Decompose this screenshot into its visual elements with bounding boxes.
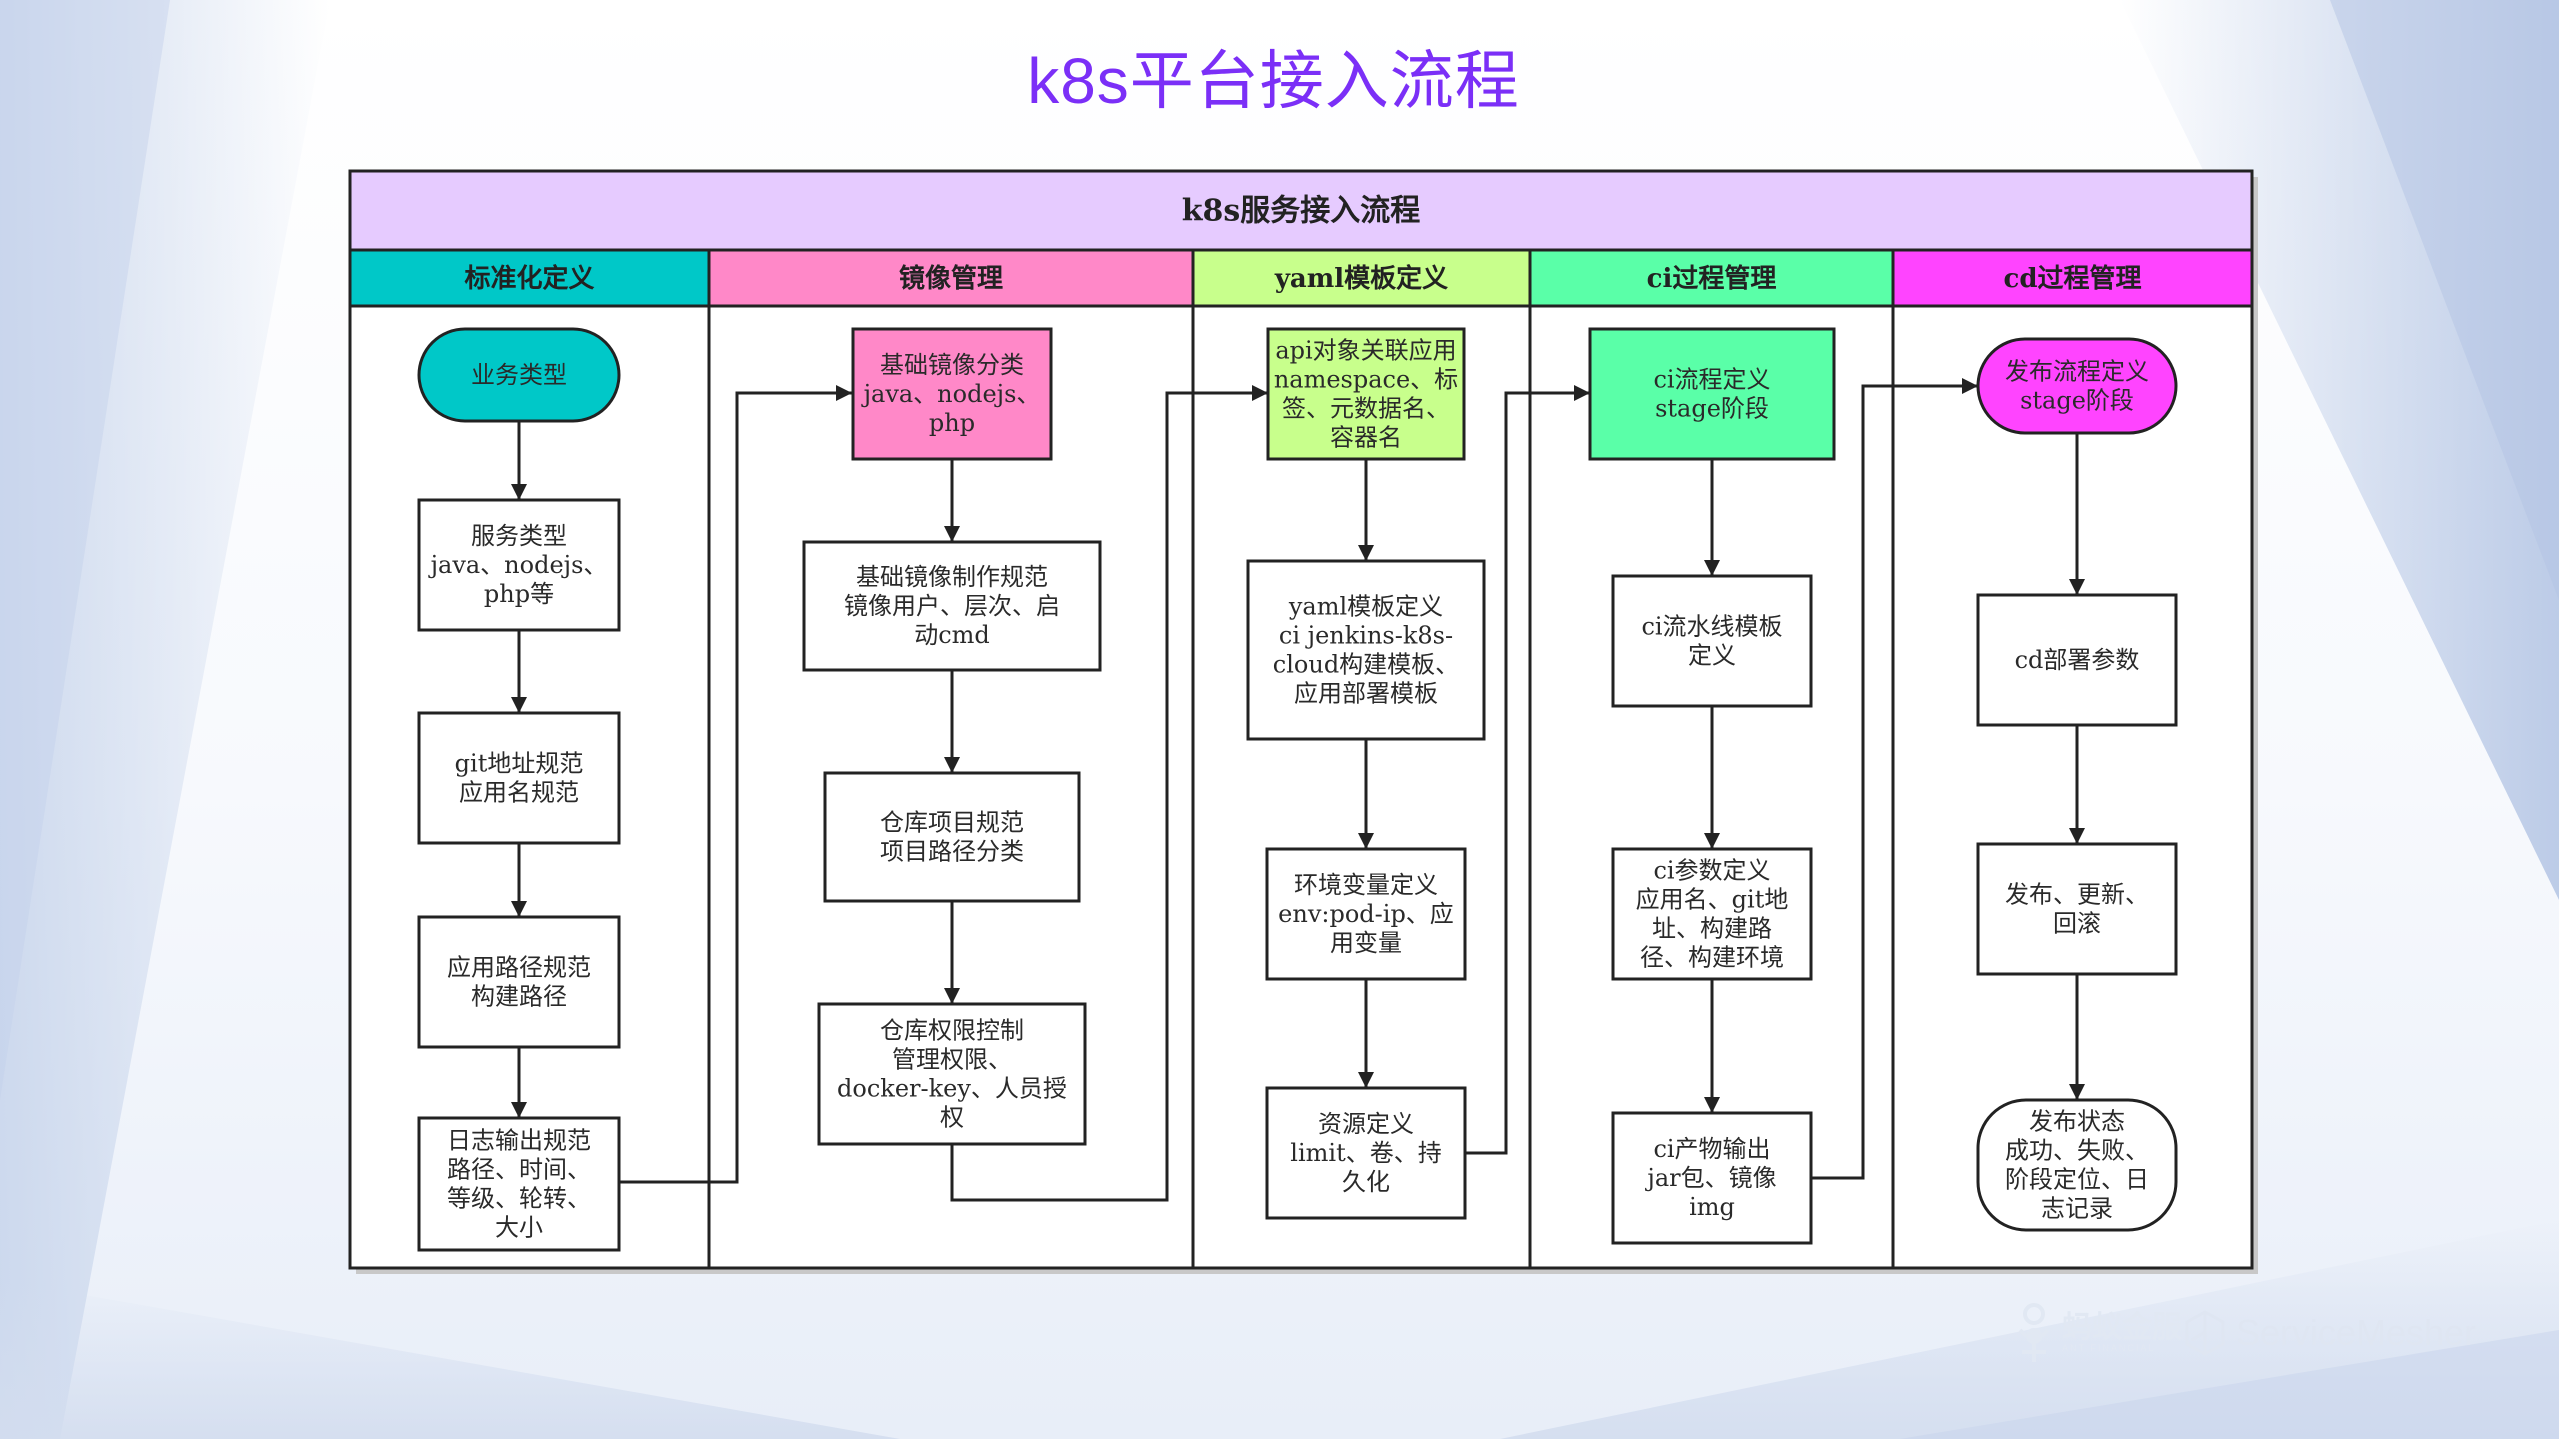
flow-node-label: cd部署参数 xyxy=(2015,646,2140,674)
flow-node-label: 日志输出规范路径、时间、等级、轮转、大小 xyxy=(447,1127,591,1242)
lane-title: 镜像管理 xyxy=(899,263,1003,294)
flow-node xyxy=(1976,1098,2178,1232)
flow-node xyxy=(1976,842,2178,976)
arrow-head xyxy=(511,484,527,500)
flow-node-label: 发布状态成功、失败、阶段定位、日志记录 xyxy=(2005,1108,2149,1223)
ant-financial-name: 蚂蚁金服 xyxy=(2062,1311,2182,1344)
ant-financial-sub: ANT FINANCIAL xyxy=(2062,1343,2156,1353)
lane-title: cd过程管理 xyxy=(2003,264,2141,294)
servicemesher-logo: ServiceMesher xyxy=(2184,1298,2476,1368)
arrow-head xyxy=(1704,1097,1720,1113)
servicemesher-name: ServiceMesher xyxy=(2236,1312,2477,1353)
arrow-head xyxy=(1704,833,1720,849)
flow-node xyxy=(851,327,1053,461)
flow-node xyxy=(417,915,621,1049)
lane-title: ci过程管理 xyxy=(1647,264,1777,294)
diagram-title: k8s服务接入流程 xyxy=(1182,194,1421,229)
flow-node xyxy=(823,771,1081,903)
flow-node xyxy=(1611,847,1813,981)
slide-title: k8s平台接入流程 xyxy=(1027,45,1520,117)
arrow-head xyxy=(944,988,960,1004)
arrow-head xyxy=(1358,833,1374,849)
arrow-head xyxy=(836,385,852,401)
arrow-head xyxy=(1358,1072,1374,1088)
flow-node xyxy=(802,540,1102,672)
lane-connector-arrow xyxy=(619,391,852,1184)
flow-node xyxy=(1265,1086,1467,1220)
flow-node xyxy=(1246,559,1486,741)
lane-connector-arrow xyxy=(1811,384,1978,1180)
flow-node-label: 发布、更新、回滚 xyxy=(2005,881,2149,938)
flow-node xyxy=(417,498,621,632)
arrow-head xyxy=(1704,560,1720,576)
arrow-head xyxy=(2069,579,2085,595)
arrow-head xyxy=(1358,545,1374,561)
lane-header xyxy=(1191,248,1532,308)
flow-node-label: 业务类型 xyxy=(471,361,567,389)
flow-node-label: git地址规范应用名规范 xyxy=(455,750,584,807)
flow-node-label: 基础镜像制作规范镜像用户、层次、启动cmd xyxy=(844,563,1060,649)
arrow-head xyxy=(944,757,960,773)
lane-connector-arrow xyxy=(950,391,1268,1202)
lane-header xyxy=(1891,248,2254,308)
arrow-head xyxy=(1252,385,1268,401)
lane-header xyxy=(707,248,1195,308)
arrow-head xyxy=(1574,385,1590,401)
hexagon-icon xyxy=(2185,1310,2225,1356)
arrow-head xyxy=(511,901,527,917)
arrow-head xyxy=(2069,1084,2085,1100)
flow-node xyxy=(1611,574,1813,708)
flow-node-label: 应用路径规范构建路径 xyxy=(447,954,591,1011)
flow-node xyxy=(1265,847,1467,981)
flow-node xyxy=(1976,593,2178,727)
ant-financial-logo: 蚂蚁金服 ANT FINANCIAL xyxy=(2012,1298,2182,1368)
ant-icon xyxy=(2018,1303,2050,1362)
flow-node xyxy=(417,711,621,845)
arrow-head xyxy=(511,697,527,713)
arrow-head xyxy=(2069,828,2085,844)
flow-node-label: ci流水线模板定义 xyxy=(1641,613,1782,670)
lane-header xyxy=(348,248,711,308)
diagram-title-bar xyxy=(348,169,2254,252)
arrow-head xyxy=(1962,378,1978,394)
lane-connector-arrow xyxy=(1465,391,1590,1155)
arrow-head xyxy=(511,1102,527,1118)
lane-title: 标准化定义 xyxy=(464,263,594,294)
flow-node-label: ci参数定义应用名、git地址、构建路径、构建环境 xyxy=(1636,857,1789,972)
lane-title: yaml模板定义 xyxy=(1274,263,1448,294)
arrow-head xyxy=(944,526,960,542)
flow-node xyxy=(417,1116,621,1252)
flow-node xyxy=(1611,1111,1813,1245)
flow-node-label: 仓库权限控制管理权限、docker-key、人员授权 xyxy=(837,1017,1067,1132)
flow-node-label: 仓库项目规范项目路径分类 xyxy=(880,809,1024,866)
